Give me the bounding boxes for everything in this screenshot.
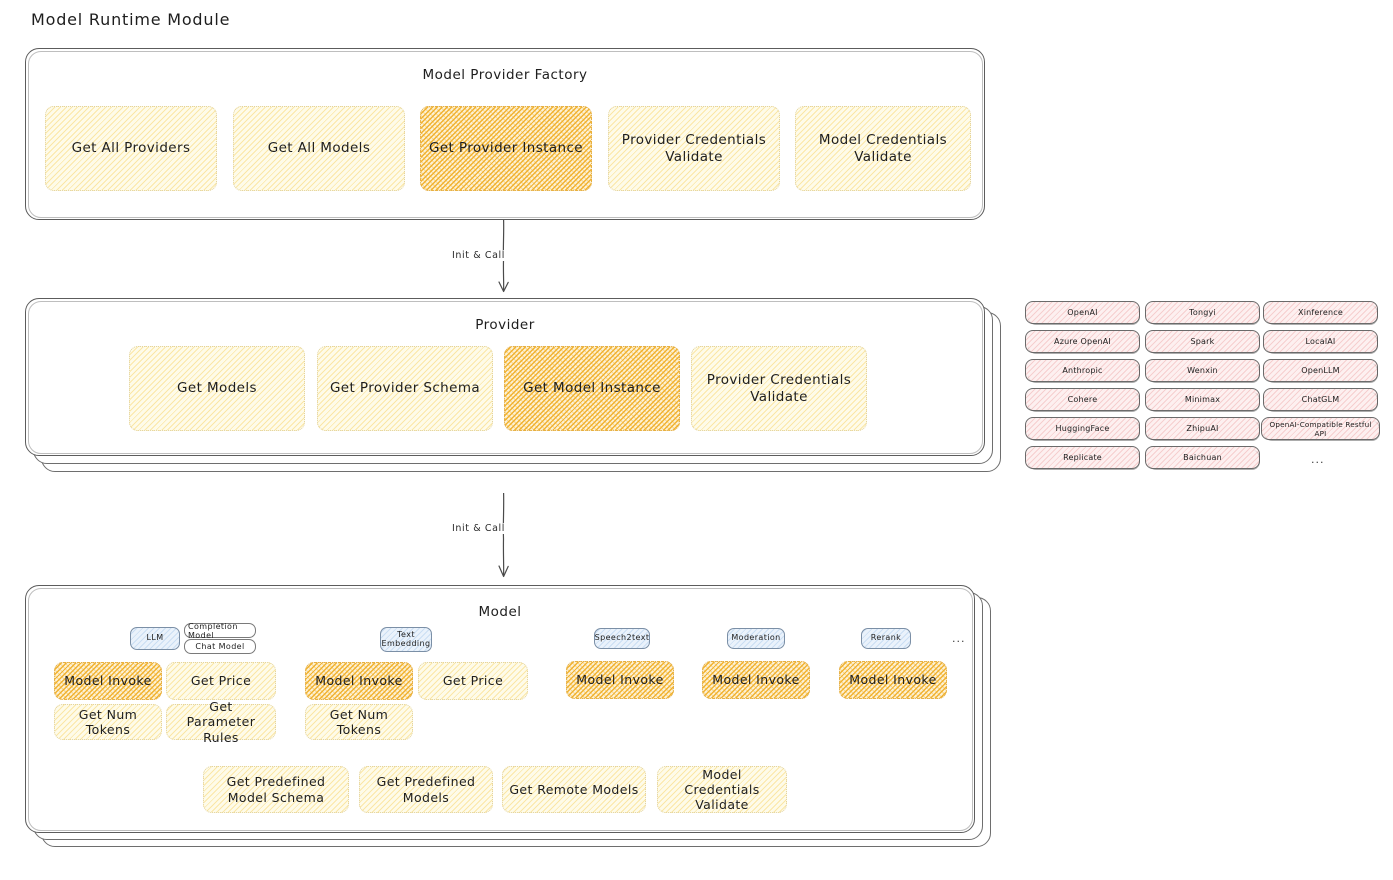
factory-box-model-credentials-validate[interactable]: Model Credentials Validate xyxy=(795,106,971,191)
llm-method-get-parameter-rules[interactable]: Get Parameter Rules xyxy=(166,699,276,745)
llm-method-model-invoke[interactable]: Model Invoke xyxy=(54,662,162,700)
model-type-badge-text-embedding[interactable]: Text Embedding xyxy=(380,627,432,652)
arrow-label-init-and-call-2: Init & Call xyxy=(448,523,509,534)
model-shared-get-predefined-models[interactable]: Get Predefined Models xyxy=(359,766,493,813)
llm-method-get-num-tokens[interactable]: Get Num Tokens xyxy=(54,704,162,740)
arrow-provider-to-model: Init & Call xyxy=(448,492,543,583)
provider-chip-xinference[interactable]: Xinference xyxy=(1263,301,1378,325)
model-title: Model xyxy=(478,604,522,620)
rerank-method-model-invoke[interactable]: Model Invoke xyxy=(839,661,947,699)
factory-box-provider-credentials-validate[interactable]: Provider Credentials Validate xyxy=(608,106,780,191)
model-types-ellipsis: ... xyxy=(952,632,966,645)
factory-box-get-all-models[interactable]: Get All Models xyxy=(233,106,405,191)
page-title: Model Runtime Module xyxy=(31,10,231,29)
factory-box-get-provider-instance[interactable]: Get Provider Instance xyxy=(420,106,592,191)
arrow-label-init-and-call-1: Init & Call xyxy=(448,250,509,261)
text-embedding-method-get-num-tokens[interactable]: Get Num Tokens xyxy=(305,704,413,740)
text-embedding-method-get-price[interactable]: Get Price xyxy=(418,662,528,700)
provider-chip-tongyi[interactable]: Tongyi xyxy=(1145,301,1260,325)
model-provider-factory-title: Model Provider Factory xyxy=(422,67,588,83)
model-shared-get-predefined-model-schema[interactable]: Get Predefined Model Schema xyxy=(203,766,349,813)
provider-title: Provider xyxy=(475,317,535,333)
provider-chip-chatglm[interactable]: ChatGLM xyxy=(1263,388,1378,412)
moderation-method-model-invoke[interactable]: Model Invoke xyxy=(702,661,810,699)
provider-chip-anthropic[interactable]: Anthropic xyxy=(1025,359,1140,383)
provider-chip-cohere[interactable]: Cohere xyxy=(1025,388,1140,412)
provider-chip-baichuan[interactable]: Baichuan xyxy=(1145,446,1260,470)
model-type-badge-speech2text[interactable]: Speech2text xyxy=(594,628,650,649)
provider-chip-wenxin[interactable]: Wenxin xyxy=(1145,359,1260,383)
model-type-badge-moderation[interactable]: Moderation xyxy=(727,628,785,649)
factory-box-get-all-providers[interactable]: Get All Providers xyxy=(45,106,217,191)
provider-chip-openai[interactable]: OpenAI xyxy=(1025,301,1140,325)
provider-box-get-model-instance[interactable]: Get Model Instance xyxy=(504,346,680,431)
model-subtype-badge-completion-model[interactable]: Completion Model xyxy=(184,622,256,640)
model-shared-get-remote-models[interactable]: Get Remote Models xyxy=(502,766,646,813)
provider-chip-huggingface[interactable]: HuggingFace xyxy=(1025,417,1140,441)
provider-chip-azure-openai[interactable]: Azure OpenAI xyxy=(1025,330,1140,354)
arrow-down-icon xyxy=(498,492,509,578)
model-shared-model-credentials-validate[interactable]: Model Credentials Validate xyxy=(657,766,787,813)
provider-chip-openai-compatible-restful-api[interactable]: OpenAI-Compatible Restful API xyxy=(1261,417,1380,441)
llm-method-get-price[interactable]: Get Price xyxy=(166,662,276,700)
model-subtype-badge-chat-model[interactable]: Chat Model xyxy=(184,639,256,654)
arrow-factory-to-provider: Init & Call xyxy=(448,219,540,298)
provider-box-get-provider-schema[interactable]: Get Provider Schema xyxy=(317,346,493,431)
provider-chip-zhipuai[interactable]: ZhipuAI xyxy=(1145,417,1260,441)
text-embedding-method-model-invoke[interactable]: Model Invoke xyxy=(305,662,413,700)
provider-chip-localai[interactable]: LocalAI xyxy=(1263,330,1378,354)
model-type-badge-rerank[interactable]: Rerank xyxy=(861,628,911,649)
provider-box-get-models[interactable]: Get Models xyxy=(129,346,305,431)
provider-list-ellipsis: ... xyxy=(1311,453,1325,466)
provider-chip-openllm[interactable]: OpenLLM xyxy=(1263,359,1378,383)
provider-chip-replicate[interactable]: Replicate xyxy=(1025,446,1140,470)
provider-chip-spark[interactable]: Spark xyxy=(1145,330,1260,354)
model-type-badge-llm[interactable]: LLM xyxy=(130,627,180,650)
provider-box-provider-credentials-validate[interactable]: Provider Credentials Validate xyxy=(691,346,867,431)
speech2text-method-model-invoke[interactable]: Model Invoke xyxy=(566,661,674,699)
provider-chip-minimax[interactable]: Minimax xyxy=(1145,388,1260,412)
